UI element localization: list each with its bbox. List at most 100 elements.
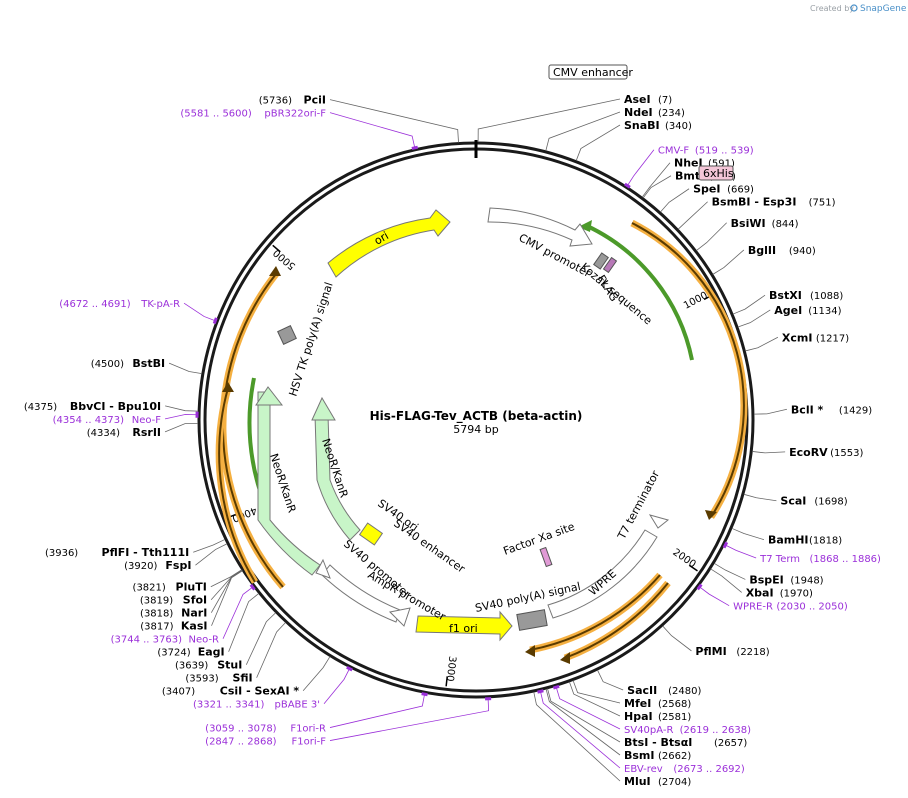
primer-name: Neo-R: [189, 635, 220, 646]
watermark-brand: SnapGene: [860, 4, 907, 14]
neor-outer-body: [257, 391, 321, 576]
left-orange2-arc: [218, 387, 256, 583]
site-leader: [193, 539, 226, 553]
site-position: (2218): [736, 647, 769, 658]
primer-position: (4672 .. 4691): [59, 299, 131, 310]
site-name: NdeI: [624, 106, 653, 119]
site-name: KasI: [181, 620, 208, 633]
primer-leader: [329, 693, 426, 728]
site-leader: [745, 336, 779, 352]
site-name: BclI *: [791, 403, 824, 416]
site-position: (751): [809, 198, 836, 209]
factor-xa-box: [539, 546, 553, 568]
site-position: (1134): [808, 306, 841, 317]
ori-arrow: [327, 209, 451, 278]
site-name: BsmI: [624, 749, 655, 762]
primer-mark: [212, 317, 218, 325]
site-name: BsiWI: [731, 217, 766, 230]
site-leader: [210, 569, 242, 588]
neor-inner-head: [311, 396, 336, 421]
site-leader: [545, 111, 621, 152]
wpre-arrow: [547, 529, 658, 619]
primer-leader: [183, 302, 217, 322]
site-leader: [713, 562, 746, 580]
primer-name: TK-pA-R: [140, 299, 180, 310]
primer-position: (2673 .. 2692): [673, 764, 745, 775]
primer-mark: [421, 692, 428, 697]
site-position: (669): [727, 185, 754, 196]
site-position: (2480): [668, 686, 701, 697]
feature-kozak: Kozak sequence: [578, 260, 655, 327]
site-name: BsmBI - Esp3I: [712, 196, 797, 209]
site-name: StuI: [217, 659, 242, 672]
f1-ori-arrow: [415, 610, 513, 642]
primer-position: (4354 .. 4373): [53, 415, 125, 426]
site-name: CsiI - SexAI *: [220, 685, 300, 698]
site-name: BbvCI - Bpu10I: [70, 400, 161, 413]
feature-factor-xa: Factor Xa site: [502, 520, 577, 558]
primer-name: EBV-rev: [624, 764, 663, 775]
site-position: (1698): [814, 497, 847, 508]
primer-mark: [537, 689, 544, 694]
site-leader: [660, 188, 690, 213]
site-name: XbaI: [746, 586, 774, 599]
primer-position: (3744 .. 3763): [111, 635, 183, 646]
site-position: (2568): [658, 699, 691, 710]
primer-leader: [555, 686, 621, 730]
sv40-promoter-arrow: [321, 564, 401, 623]
site-name: NheI: [674, 157, 703, 170]
plasmid-name: His-FLAG-Tev_ACTB (beta-actin): [370, 409, 583, 424]
site-leader: [642, 175, 672, 199]
site-name: BglII: [748, 244, 776, 257]
primer-name: F1ori-R: [290, 724, 326, 735]
site-leader: [547, 688, 621, 743]
flag-box: [602, 256, 618, 274]
wpre-arc-head: [525, 645, 535, 657]
site-position: (3920): [124, 561, 157, 572]
wpre-orange-arc: [529, 574, 661, 651]
site-leader: [572, 680, 621, 704]
site-position: (1429): [839, 405, 872, 416]
feature-f1-ori: f1 ori: [449, 622, 478, 635]
primer-labels: CMV-F(519 .. 539)T7 Term(1868 .. 1886)WP…: [53, 109, 881, 775]
site-name: SnaBI: [624, 119, 660, 132]
feature-6xhis: 6xHis: [703, 167, 734, 180]
hsv-tk-polya-box: [277, 325, 297, 345]
site-position: (1970): [780, 588, 813, 599]
green-arc-head: [578, 220, 592, 232]
primer-mark: [696, 583, 703, 591]
site-leader: [731, 528, 765, 541]
primer-mark: [552, 684, 560, 690]
neor-inner-body: [314, 414, 361, 541]
primer-name: WPRE-R: [733, 602, 773, 613]
site-position: (1217): [816, 333, 849, 344]
primer-leader: [626, 149, 655, 187]
site-position: (2657): [714, 738, 747, 749]
primer-leader: [724, 544, 757, 559]
site-position: (3593): [185, 674, 218, 685]
site-name: EagI: [198, 646, 225, 659]
feature-ori: ori: [372, 229, 391, 247]
scale-tick: [445, 676, 448, 687]
sv40-polya-box: [516, 609, 548, 631]
site-name: NarI: [181, 607, 207, 620]
feature-sv40-enhancer: SV40 enhancer: [391, 517, 467, 576]
site-leader: [737, 309, 771, 328]
primer-mark: [346, 665, 353, 672]
primer-mark: [722, 541, 729, 549]
site-leader: [752, 451, 786, 454]
site-leader: [165, 405, 199, 412]
site-position: (2662): [658, 751, 691, 762]
cmv-promoter-arrow: [487, 207, 593, 247]
primer-position: (5581 .. 5600): [180, 109, 252, 120]
site-position: (3819): [140, 596, 173, 607]
site-position: (591): [708, 159, 735, 170]
site-name: BmtI: [675, 170, 704, 183]
site-position: (1553): [830, 448, 863, 459]
left-arc-head: [269, 266, 281, 276]
kozak-box: [593, 252, 609, 270]
site-name: SfoI: [183, 594, 207, 607]
site-leader: [662, 625, 692, 652]
primer-name: Neo-F: [132, 415, 162, 426]
